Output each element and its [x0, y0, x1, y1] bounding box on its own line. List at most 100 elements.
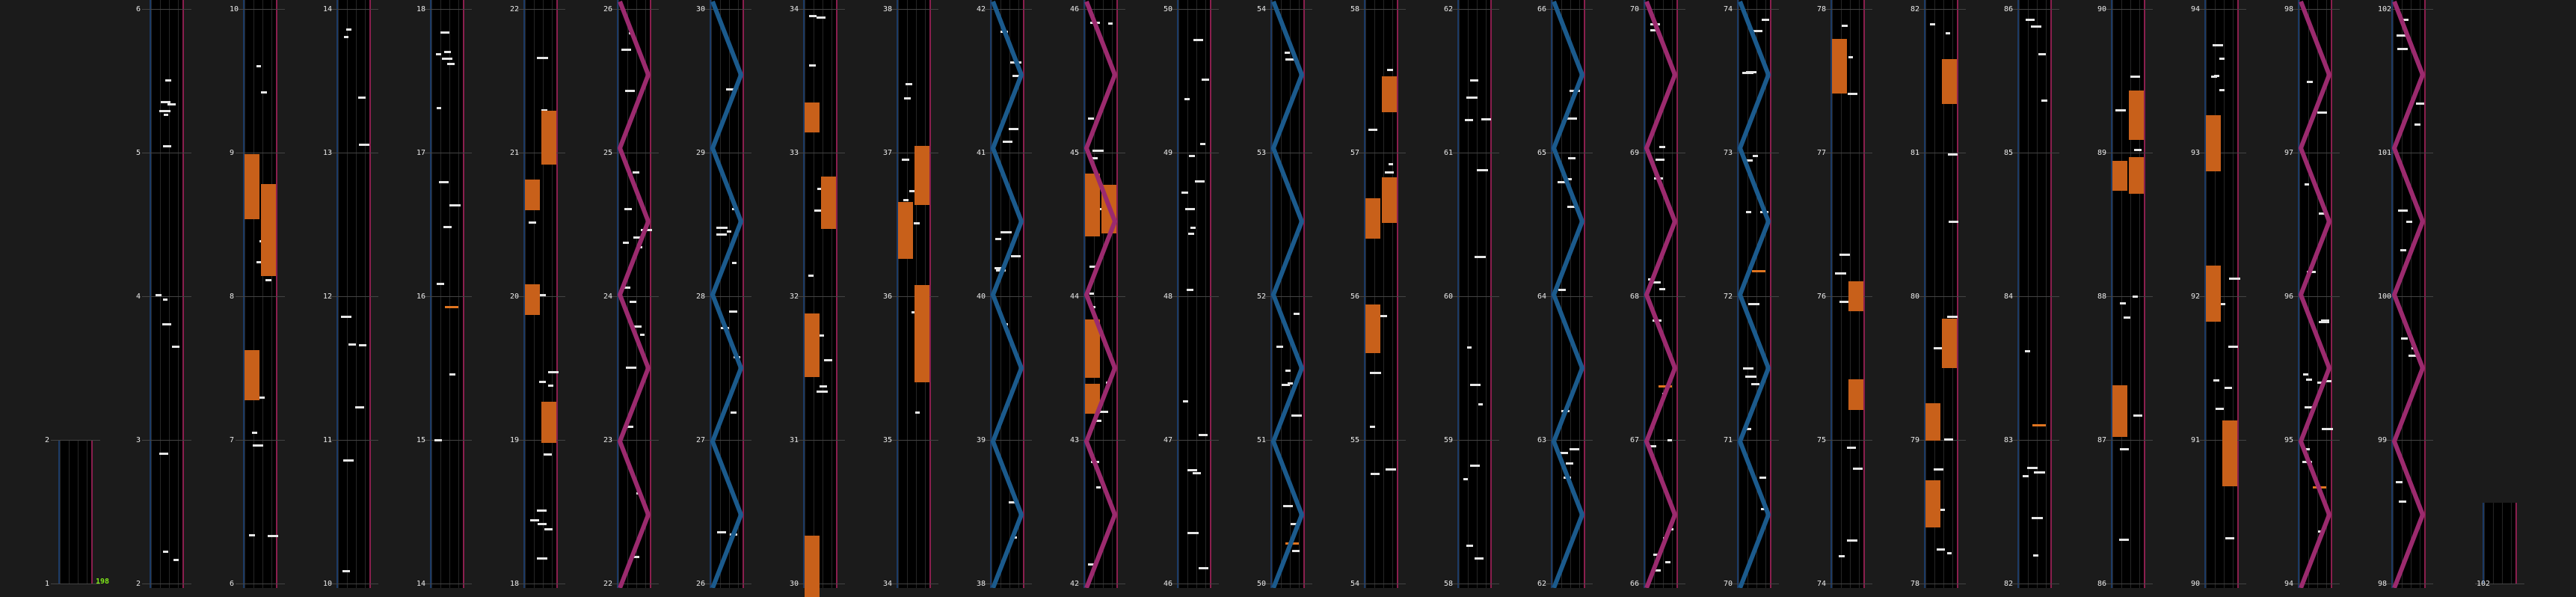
chip-note — [1558, 181, 1567, 183]
measure-number: 6 — [136, 5, 141, 13]
chip-note — [641, 229, 652, 231]
chip-note — [1653, 569, 1661, 572]
chip-note — [1948, 153, 1958, 156]
chip-note — [2414, 123, 2420, 126]
chip-note — [1949, 221, 1958, 223]
measure-number: 48 — [1163, 293, 1173, 301]
combo-counter: 198 — [96, 578, 110, 586]
measure-number: 59 — [1444, 436, 1454, 444]
measure-number: 58 — [1444, 580, 1454, 588]
measure-line — [1823, 296, 1872, 297]
chip-note — [1839, 555, 1845, 557]
chip-note — [1761, 508, 1768, 510]
fx-hold — [2206, 266, 2221, 322]
fx-hold — [805, 536, 820, 597]
measure-number: 17 — [416, 149, 426, 157]
chip-note — [1291, 523, 1300, 525]
measure-line — [236, 296, 285, 297]
measure-number: 26 — [696, 580, 706, 588]
chip-note — [1003, 323, 1008, 325]
measure-line — [236, 9, 285, 10]
measure-number: 78 — [1817, 5, 1827, 13]
chip-note — [808, 275, 814, 277]
measure-line — [1356, 9, 1406, 10]
measure-number: 42 — [977, 5, 986, 13]
measure-number: 47 — [1163, 436, 1173, 444]
measure-number: 102 — [2378, 5, 2392, 13]
measure-number: 62 — [1444, 5, 1454, 13]
measure-number: 45 — [1070, 149, 1080, 157]
measure-line — [2010, 296, 2059, 297]
chip-note — [1475, 256, 1486, 258]
chip-note — [156, 294, 162, 296]
chip-note — [358, 97, 366, 99]
measure-line — [1823, 9, 1872, 10]
chip-note — [1294, 313, 1300, 315]
chip-note — [2399, 500, 2406, 503]
measure-number: 34 — [883, 580, 893, 588]
chip-note — [2119, 539, 2129, 541]
chip-note — [903, 199, 909, 201]
measure-number: 56 — [1350, 293, 1360, 301]
measure-number: 65 — [1537, 149, 1547, 157]
chip-note — [341, 316, 351, 318]
chip-note — [1467, 346, 1472, 349]
measure-line — [1916, 296, 1966, 297]
fx-hold — [245, 350, 259, 400]
measure-number: 92 — [2191, 293, 2201, 301]
measure-number: 76 — [1817, 293, 1827, 301]
track-column — [617, 0, 651, 588]
fx-hold — [1365, 198, 1380, 239]
measure-number: 53 — [1257, 149, 1267, 157]
chip-note — [1665, 561, 1670, 563]
chip-note — [1946, 32, 1950, 34]
chip-note — [1370, 426, 1375, 428]
chip-note — [2027, 467, 2038, 469]
chip-note — [1568, 157, 1576, 159]
chip-note — [359, 144, 369, 146]
measure-number: 37 — [883, 149, 893, 157]
measure-number: 79 — [1911, 436, 1920, 444]
chip-note — [1088, 117, 1094, 120]
measure-line — [609, 440, 659, 441]
measure-line — [2197, 9, 2246, 10]
fx-hold — [245, 154, 259, 219]
chip-note — [2305, 406, 2315, 408]
measure-number: 58 — [1350, 5, 1360, 13]
measure-number: 44 — [1070, 293, 1080, 301]
track-column — [2017, 0, 2052, 588]
measure-line — [1263, 440, 1312, 441]
measure-number: 3 — [136, 436, 141, 444]
chip-note — [716, 233, 727, 236]
measure-number: 89 — [2097, 149, 2107, 157]
chip-note — [2318, 530, 2323, 533]
chip-note — [1566, 462, 1573, 465]
measure-line — [1076, 440, 1125, 441]
fx-hold — [1085, 384, 1100, 414]
measure-number: 5 — [136, 149, 141, 157]
chip-note — [1092, 150, 1104, 152]
measure-number: 80 — [1911, 293, 1920, 301]
chip-note — [1570, 448, 1579, 450]
measure-line — [1076, 9, 1125, 10]
chip-note — [2398, 209, 2408, 212]
track-column — [2298, 0, 2332, 588]
track-column — [243, 0, 277, 588]
chip-note — [252, 432, 257, 434]
track-column — [1457, 0, 1492, 588]
chip-note — [626, 426, 633, 428]
fx-hold — [805, 102, 820, 132]
measure-number: 101 — [2378, 149, 2392, 157]
measure-number: 2 — [136, 580, 141, 588]
chip-note — [623, 242, 629, 244]
measure-line — [796, 296, 845, 297]
chip-note — [2213, 44, 2223, 46]
chip-note — [1011, 536, 1017, 539]
chip-note — [2034, 471, 2045, 474]
measure-line — [329, 9, 378, 10]
measure-line — [609, 296, 659, 297]
chip-note — [1189, 155, 1195, 157]
chip-note — [1668, 528, 1673, 530]
chip-note — [727, 230, 731, 233]
